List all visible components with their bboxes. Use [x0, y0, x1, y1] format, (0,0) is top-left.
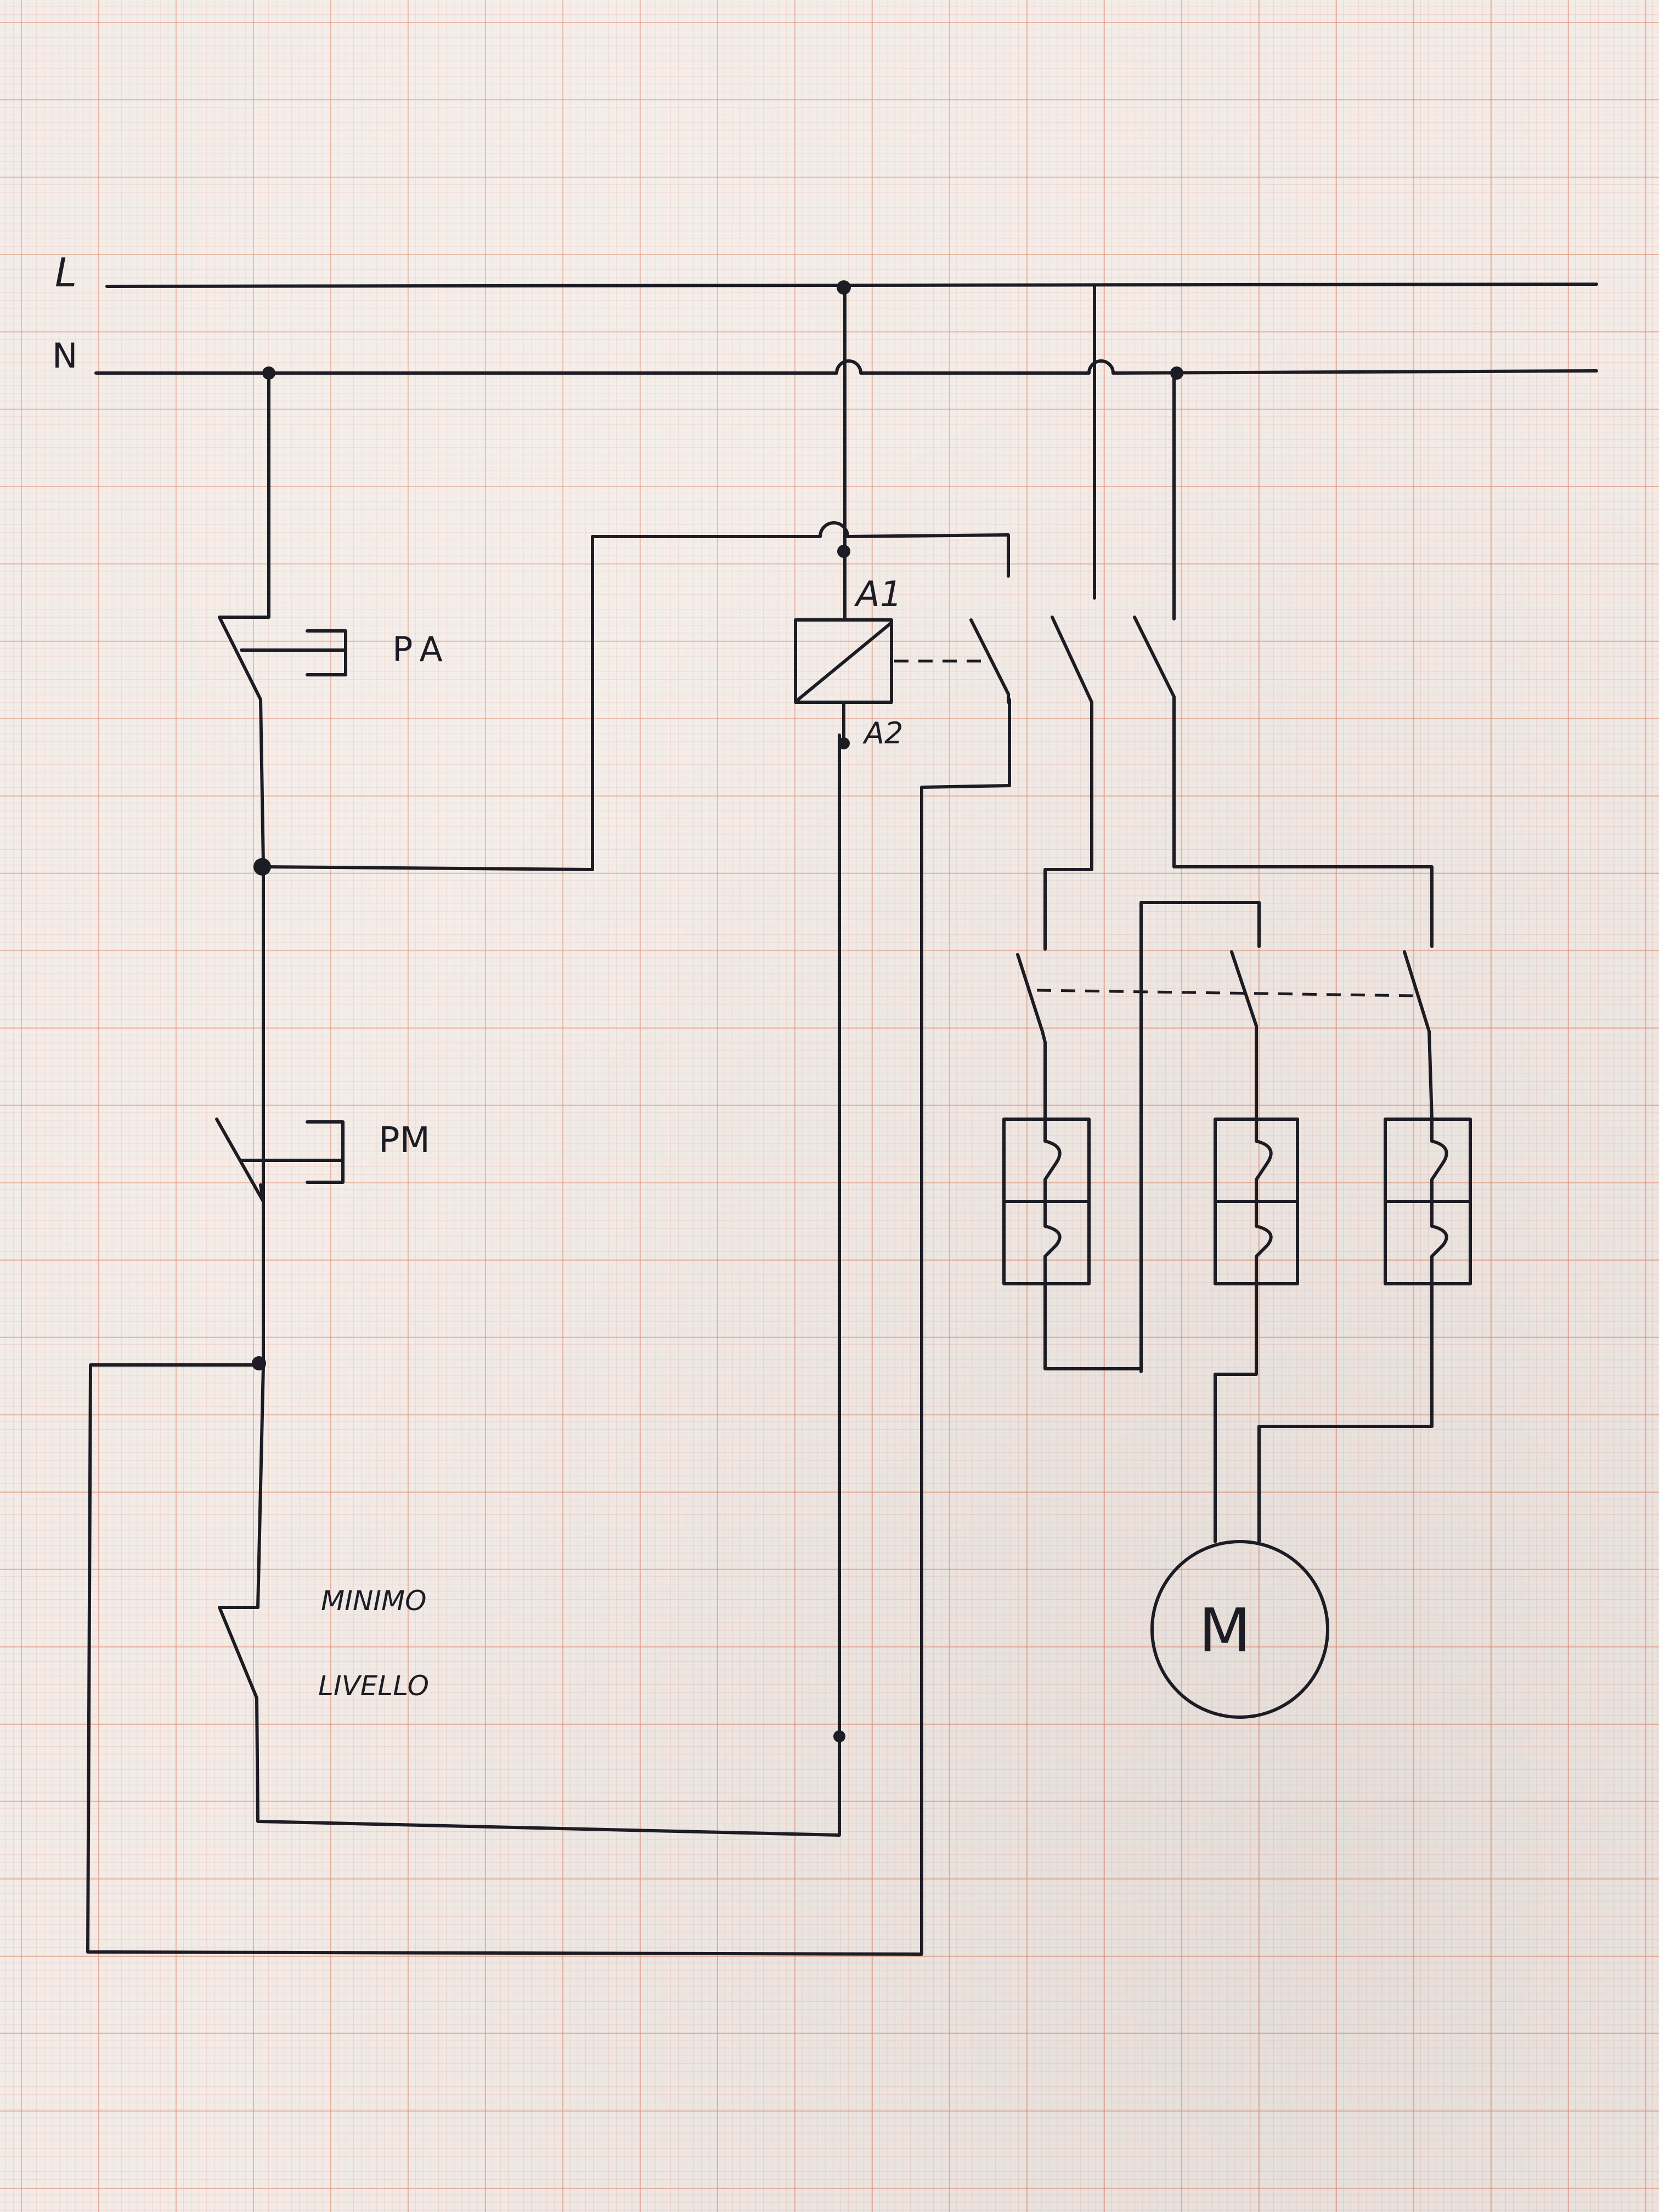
label-a2: A2 — [862, 716, 903, 751]
thermal-relay-2 — [1214, 1118, 1299, 1285]
pa-button-symbol — [240, 629, 347, 676]
self-hold-wire — [262, 521, 1010, 871]
coil-diagonal — [797, 621, 893, 701]
line-n-wire — [94, 359, 1598, 375]
junction-dot — [262, 366, 275, 380]
main-contact-1 — [1043, 285, 1096, 951]
breaker-link-dashed — [1036, 989, 1413, 997]
label-n: N — [52, 336, 77, 376]
motor-wire-1 — [1043, 1282, 1143, 1370]
label-pm: PM — [379, 1120, 430, 1161]
motor-symbol — [1150, 1540, 1329, 1719]
junction-dot — [252, 1356, 266, 1370]
label-livello: LIVELLO — [318, 1670, 429, 1702]
pm-button-symbol — [215, 1118, 345, 1203]
label-minimo: MINIMO — [321, 1585, 427, 1617]
breaker-pole-2 — [1230, 950, 1258, 1121]
line-l-wire — [105, 283, 1598, 288]
label-a1: A1 — [854, 574, 902, 615]
thermal-relay-3 — [1384, 1118, 1472, 1285]
motor-wire-2 — [1214, 1282, 1258, 1543]
motor-wire-3 — [1257, 1282, 1434, 1543]
aux-contact-symbol — [969, 569, 1010, 704]
breaker-wire-middle — [1139, 901, 1261, 1373]
label-l: L — [55, 250, 77, 296]
junction-dot — [837, 280, 851, 295]
junction-dot — [253, 858, 271, 876]
junction-dot — [838, 737, 850, 749]
junction-dot — [833, 1730, 845, 1742]
thermal-relay-1 — [1002, 1118, 1091, 1285]
label-motor: M — [1199, 1595, 1251, 1666]
junction-dot — [1170, 366, 1183, 380]
return-loop-wire — [86, 698, 1011, 1956]
label-pa: PA — [392, 629, 452, 669]
main-contact-2 — [1133, 369, 1434, 948]
breaker-pole-3 — [1403, 950, 1434, 1121]
junction-dot — [837, 545, 850, 558]
breaker-pole-1 — [1016, 953, 1047, 1121]
control-branch-wire — [218, 371, 841, 1837]
